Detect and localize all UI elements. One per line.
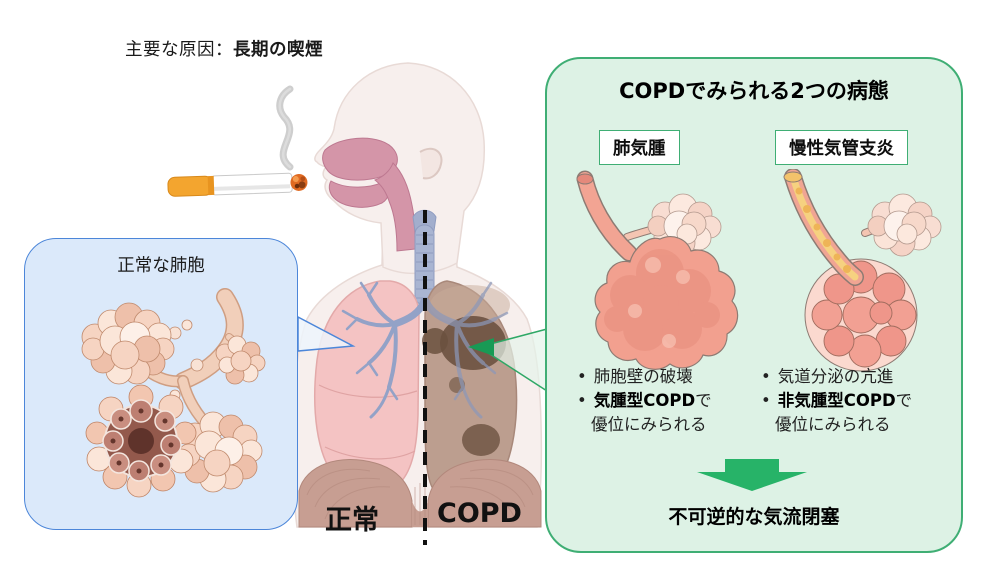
body-illustration [291,62,543,545]
bronchitis-notes: 気道分泌の亢進 非気腫型COPDで 優位にみられる [761,365,951,437]
main-cause-emphasis: 長期の喫煙 [233,40,323,60]
alveoli-cluster-cross-section [85,384,197,498]
emphysema-notes: 肺胞壁の破壊 気腫型COPDで 優位にみられる [577,365,767,437]
conclusion-text: 不可逆的な気流閉塞 [668,506,840,528]
diaphragm [298,459,542,528]
pathology-illustrations [576,169,942,372]
copd-panel: COPDでみられる2つの病態 肺気腫 慢性気管支炎 [545,57,963,553]
bullet-icon [577,389,594,413]
alveoli-cluster-normal [81,302,175,385]
bronchitis-bullet-2-cont: 優位にみられる [775,415,891,434]
bullet-icon [761,389,778,413]
main-cause-note: 主要な原因：長期の喫煙 [125,36,323,61]
emphysema-bullet-2: 気腫型COPDで [593,391,712,410]
main-cause-prefix: 主要な原因： [125,40,233,60]
bullet-icon [761,365,778,389]
bronchitis-label: 慢性気管支炎 [775,130,908,165]
normal-alveoli-label: 正常な肺胞 [117,256,205,276]
emphysema-illustration [576,170,739,370]
bullet-icon [577,365,594,389]
smoke-icon [276,85,294,171]
down-arrow-icon [697,459,807,491]
cigarette-icon [167,85,308,197]
bronchitis-illustration [783,169,942,372]
normal-alveoli-box: 正常な肺胞 [24,238,298,530]
emphysema-bullet-2-cont: 優位にみられる [591,415,707,434]
nasal-cavity [322,137,416,252]
alveoli-illustration [81,288,266,498]
label-normal-side: 正常 [325,505,379,536]
bronchitis-bullet-2: 非気腫型COPDで [777,391,913,410]
label-copd-side: COPD [437,498,522,529]
copd-panel-title: COPDでみられる2つの病態 [619,79,889,103]
emphysema-bullet-1: 肺胞壁の破壊 [593,367,693,386]
emphysema-label: 肺気腫 [599,130,680,165]
bronchitis-bullet-1: 気道分泌の亢進 [777,367,894,386]
